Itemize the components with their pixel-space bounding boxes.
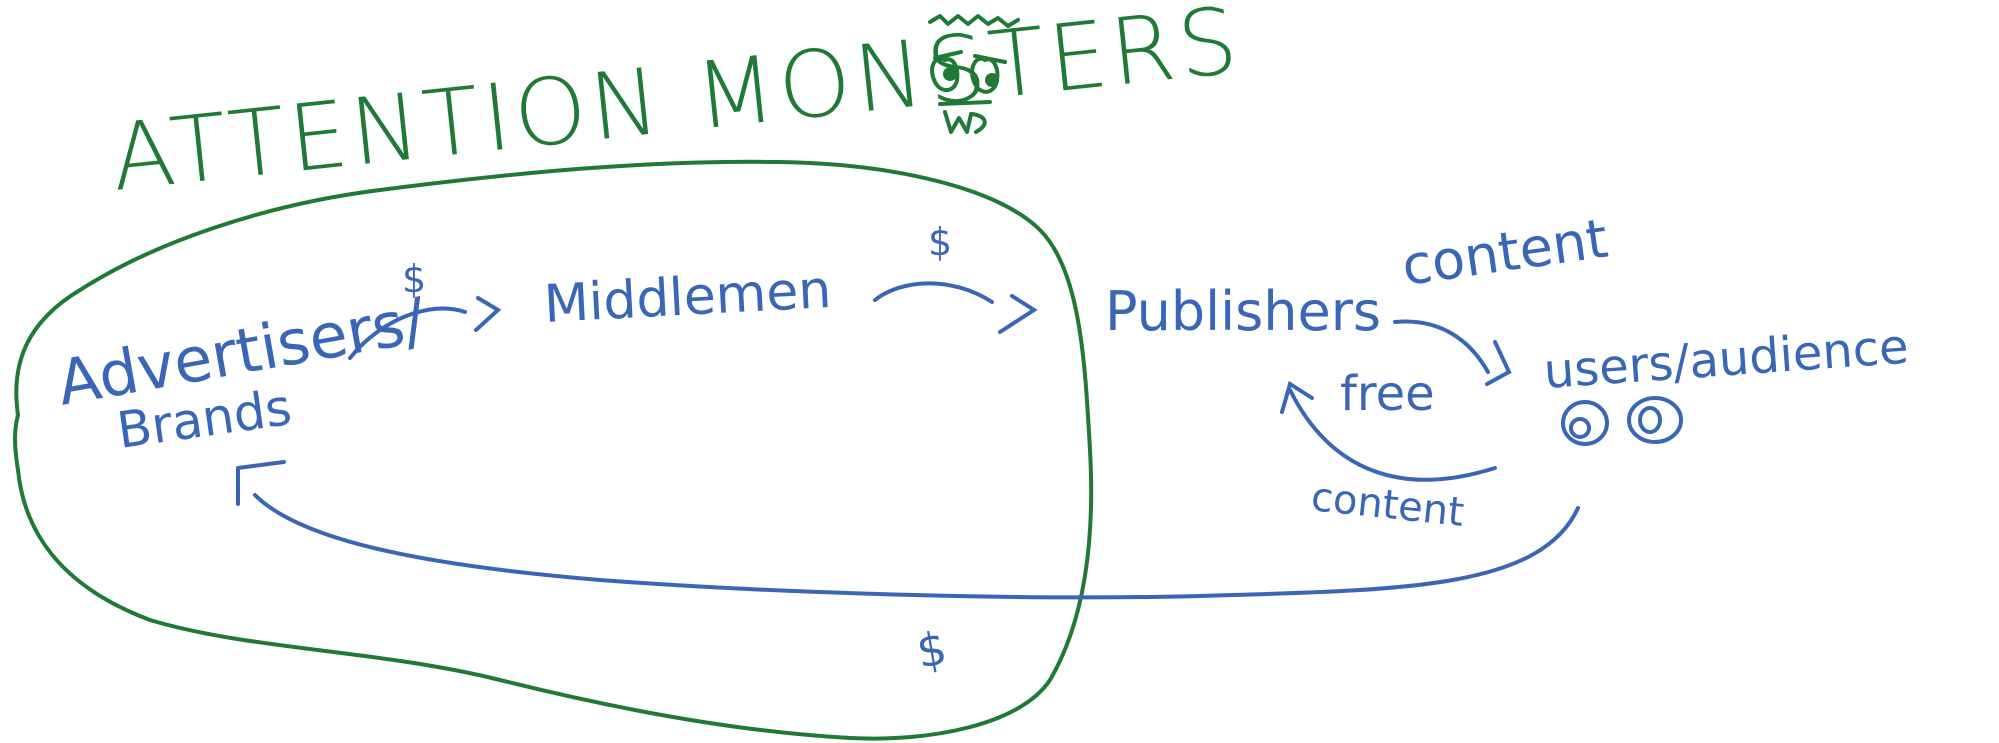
diagram-title: ATTENTION MONSTERS [106, 0, 1246, 212]
label-content-top: content [1398, 207, 1612, 298]
node-publishers: Publishers [1105, 280, 1381, 343]
node-users-audience: users/audience [1542, 319, 1910, 400]
label-dollar-mid-pub: $ [928, 220, 952, 264]
arrow-middlemen-to-publishers [875, 283, 1034, 332]
label-free: free [1340, 366, 1435, 422]
label-dollar-adv-mid: $ [402, 257, 426, 301]
eyes-icon [1563, 398, 1681, 444]
label-content-bottom: content [1309, 474, 1466, 536]
label-dollar-bottom: $ [913, 621, 951, 679]
node-middlemen: Middlemen [543, 260, 833, 335]
